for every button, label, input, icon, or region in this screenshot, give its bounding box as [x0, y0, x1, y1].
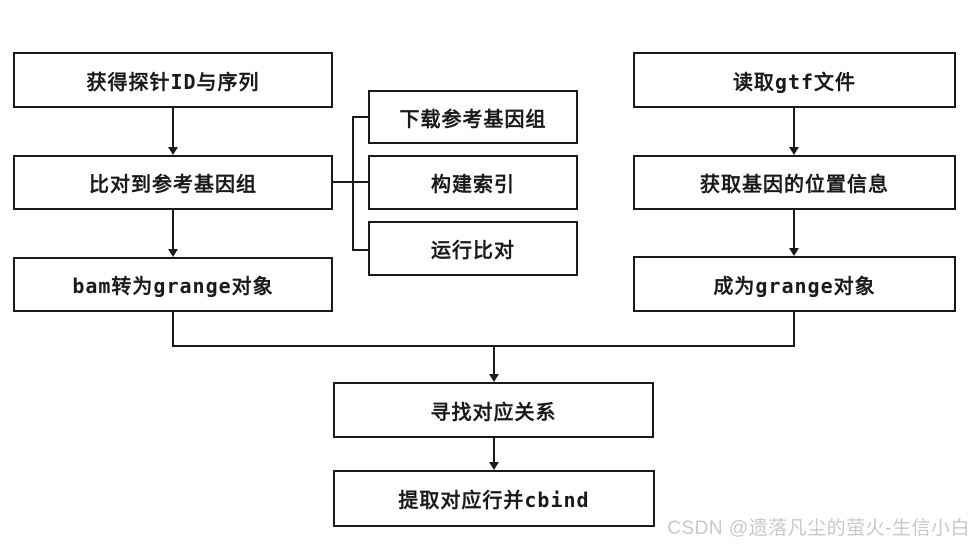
- flow-node-bam-to-grange: bam转为grange对象: [13, 257, 333, 312]
- arrowhead-down-icon: [168, 147, 178, 155]
- flow-node-to-grange: 成为grange对象: [633, 256, 956, 312]
- flow-node-label: 构建索引: [431, 172, 515, 196]
- arrowhead-down-icon: [789, 147, 799, 155]
- connector-right-1: [793, 108, 795, 149]
- flow-node-label: 获得探针ID与序列: [86, 69, 260, 94]
- flow-node-run-alignment: 运行比对: [368, 221, 578, 276]
- flow-node-label: 寻找对应关系: [430, 399, 557, 424]
- flow-node-label: 读取gtf文件: [732, 69, 857, 94]
- flow-node-label: 运行比对: [431, 238, 515, 262]
- connector-merge-left-drop: [172, 312, 174, 347]
- flow-node-get-gene-positions: 获取基因的位置信息: [633, 155, 956, 210]
- flow-node-label: 比对到参考基因组: [89, 172, 257, 196]
- flow-node-align-to-reference: 比对到参考基因组: [13, 155, 333, 210]
- arrowhead-down-icon: [489, 374, 499, 382]
- arrowhead-down-icon: [489, 462, 499, 470]
- flow-node-label: 成为grange对象: [713, 273, 876, 298]
- connector-bracket-inlet: [333, 181, 369, 183]
- flow-node-label: 获取基因的位置信息: [700, 172, 889, 196]
- flow-node-build-index: 构建索引: [368, 155, 578, 210]
- connector-merge-center-drop: [493, 345, 495, 375]
- flow-node-find-correspondence: 寻找对应关系: [333, 382, 654, 438]
- connector-left-2: [172, 210, 174, 251]
- connector-bracket-bottom-stub: [352, 249, 369, 251]
- flow-node-label: 下载参考基因组: [399, 106, 547, 131]
- connector-merge-right-drop: [793, 312, 795, 347]
- flow-node-get-probe-id: 获得探针ID与序列: [13, 52, 333, 108]
- flow-node-download-reference: 下载参考基因组: [368, 90, 578, 144]
- flow-node-extract-cbind: 提取对应行并cbind: [333, 470, 655, 527]
- flow-node-label: bam转为grange对象: [72, 274, 274, 298]
- arrowhead-down-icon: [168, 249, 178, 257]
- connector-left-1: [172, 108, 174, 149]
- connector-bracket-top-stub: [352, 116, 369, 118]
- connector-bottom: [493, 438, 495, 464]
- connector-right-2: [793, 210, 795, 250]
- connector-merge-horizontal: [172, 345, 795, 347]
- flow-node-label: 提取对应行并cbind: [398, 488, 590, 512]
- connector-bracket-spine: [352, 116, 354, 251]
- flow-node-read-gtf: 读取gtf文件: [633, 52, 956, 108]
- arrowhead-down-icon: [789, 248, 799, 256]
- csdn-watermark: CSDN @遗落凡尘的萤火-生信小白: [667, 518, 970, 539]
